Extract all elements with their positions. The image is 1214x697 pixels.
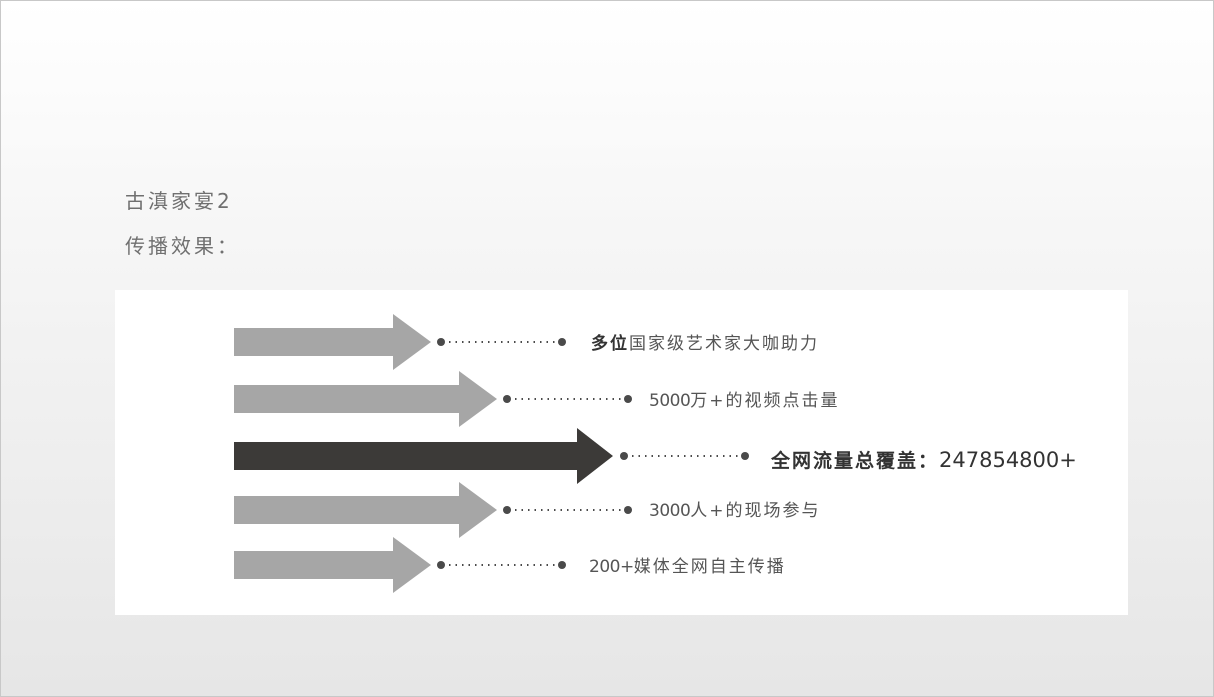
item-label-5: 200+媒体全网自主传播 bbox=[589, 552, 786, 577]
results-panel: 多位国家级艺术家大咖助力 5000万+的视频点击量 全网流量总覆盖：247854… bbox=[115, 290, 1128, 615]
arrow-4 bbox=[234, 482, 497, 538]
dot-end-4 bbox=[624, 506, 632, 514]
arrow-2 bbox=[234, 371, 497, 427]
item-5-number: 200+ bbox=[589, 557, 634, 577]
dot-start-4 bbox=[503, 506, 511, 514]
arrow-1 bbox=[234, 314, 431, 370]
item-2-text: 万+的视频点击量 bbox=[690, 391, 840, 411]
dot-start-3 bbox=[620, 452, 628, 460]
item-5-text: 媒体全网自主传播 bbox=[633, 557, 786, 577]
item-1-text: 国家级艺术家大咖助力 bbox=[629, 334, 819, 354]
item-2-number: 5000 bbox=[649, 391, 691, 411]
dot-end-3 bbox=[741, 452, 749, 460]
item-label-1: 多位国家级艺术家大咖助力 bbox=[591, 329, 819, 354]
slide-subtitle: 传播效果： bbox=[125, 234, 240, 258]
dot-start-5 bbox=[437, 561, 445, 569]
item-1-bold: 多位 bbox=[591, 334, 629, 354]
dot-start-2 bbox=[503, 395, 511, 403]
item-3-number: 247854800+ bbox=[939, 448, 1077, 472]
dot-end-5 bbox=[558, 561, 566, 569]
item-label-2: 5000万+的视频点击量 bbox=[649, 386, 840, 411]
item-3-bold: 全网流量总覆盖： bbox=[771, 450, 940, 472]
arrows-graphic bbox=[234, 314, 749, 593]
arrow-5 bbox=[234, 537, 431, 593]
item-4-text: 人+的现场参与 bbox=[690, 501, 821, 521]
arrow-3 bbox=[234, 428, 613, 484]
dot-start-1 bbox=[437, 338, 445, 346]
dot-end-1 bbox=[558, 338, 566, 346]
item-4-number: 3000 bbox=[649, 501, 691, 521]
slide-title: 古滇家宴2 bbox=[125, 189, 233, 213]
dot-end-2 bbox=[624, 395, 632, 403]
item-label-3: 全网流量总覆盖：247854800+ bbox=[771, 446, 1077, 473]
item-label-4: 3000人+的现场参与 bbox=[649, 496, 821, 521]
